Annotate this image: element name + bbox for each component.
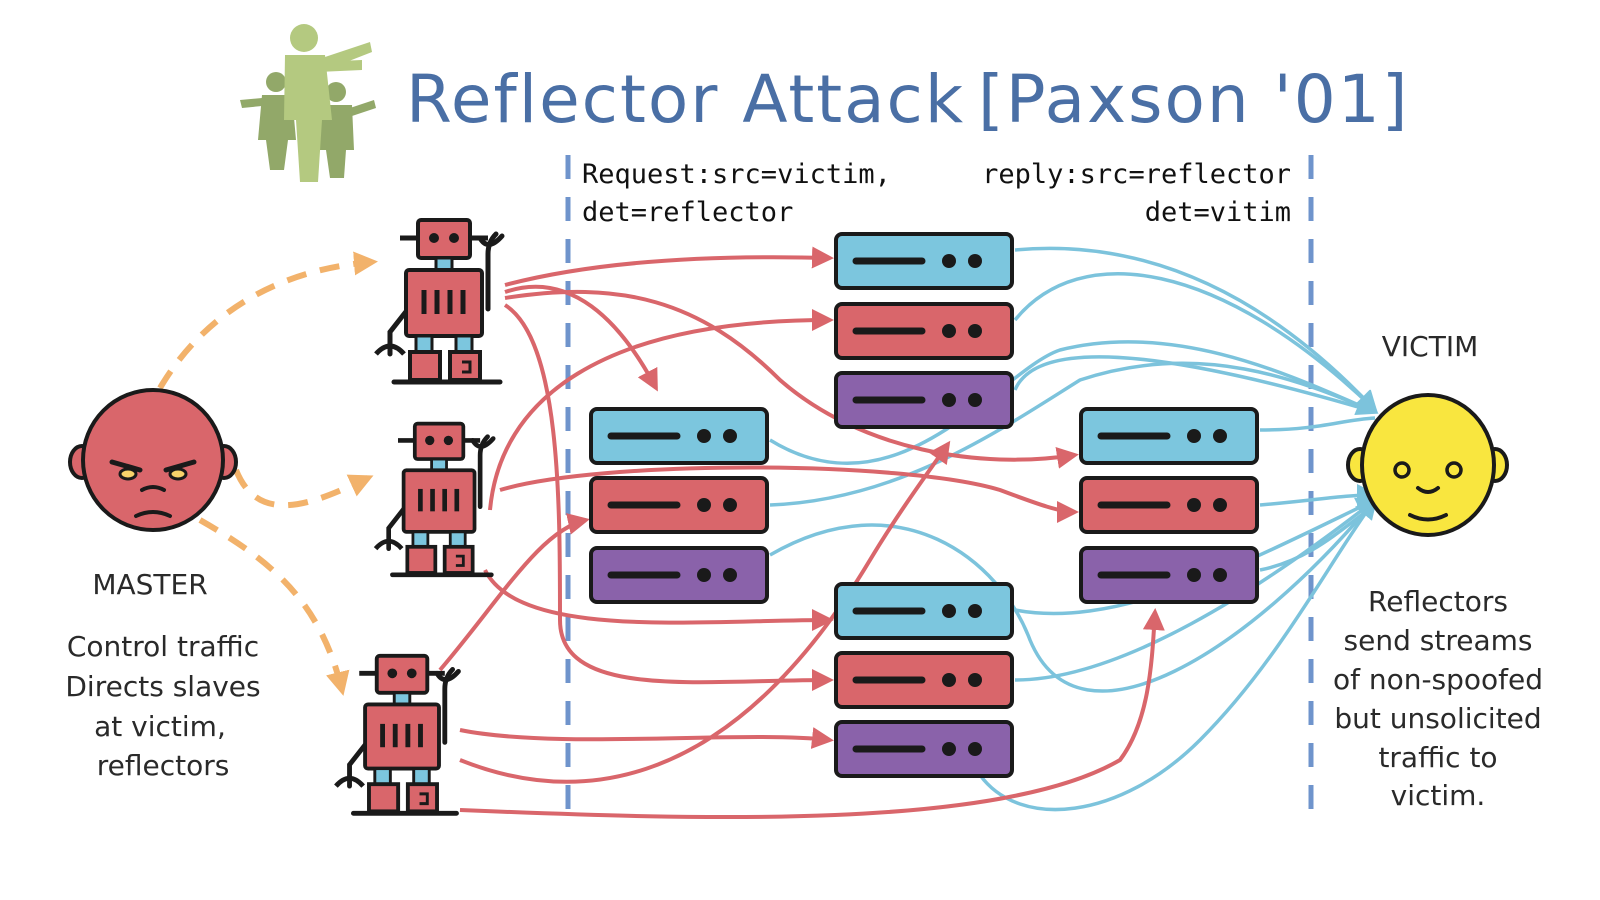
victim-description-line: Reflectors xyxy=(1368,585,1508,618)
reflector-server-12 xyxy=(1081,548,1257,602)
angry-face-icon xyxy=(68,388,238,532)
slave-robot-3 xyxy=(336,656,459,814)
reflector-server-9 xyxy=(836,722,1012,776)
request-annotation-line1: Request:src=victim, xyxy=(582,159,891,190)
victim-description-line: victim. xyxy=(1391,779,1486,812)
master-description-line: Directs slaves xyxy=(65,670,260,703)
reflector-server-7 xyxy=(836,584,1012,638)
victim-description-line: but unsolicited xyxy=(1334,702,1541,735)
request-arrows xyxy=(438,246,1165,820)
reflector-server-3 xyxy=(836,373,1012,427)
master-label: MASTER xyxy=(92,568,207,601)
reply-annotation-line2: det=vitim xyxy=(1145,197,1291,228)
reflector-server-4 xyxy=(591,409,767,463)
master-description: Control traffic Directs slaves at victim… xyxy=(65,630,260,782)
master-description-line: Control traffic xyxy=(67,630,259,663)
smiley-face-icon xyxy=(1346,393,1509,537)
reflector-server-6 xyxy=(591,548,767,602)
reply-arrows xyxy=(769,246,1379,812)
zombie-silhouette-icon xyxy=(240,24,376,182)
control-arrows xyxy=(157,251,378,696)
victim-description-line: traffic to xyxy=(1378,741,1497,774)
victim-description-line: send streams xyxy=(1344,624,1533,657)
reflector-server-10 xyxy=(1081,409,1257,463)
slave-robot-2 xyxy=(376,424,494,575)
victim-label: VICTIM xyxy=(1382,330,1478,363)
slide-title: Reflector Attack xyxy=(406,61,965,138)
reflector-server-2 xyxy=(836,304,1012,358)
reflector-server-8 xyxy=(836,653,1012,707)
master-description-line: at victim, xyxy=(94,710,226,743)
reflector-server-1 xyxy=(836,234,1012,288)
victim-description: Reflectors send streams of non-spoofed b… xyxy=(1333,585,1543,812)
reply-annotation-line1: reply:src=reflector xyxy=(982,159,1291,190)
master-description-line: reflectors xyxy=(97,749,230,782)
victim-description-line: of non-spoofed xyxy=(1333,663,1543,696)
reflector-server-11 xyxy=(1081,478,1257,532)
citation: [Paxson '01] xyxy=(978,61,1410,138)
request-annotation-line2: det=reflector xyxy=(582,197,793,228)
reflector-server-5 xyxy=(591,478,767,532)
slave-robot-1 xyxy=(376,220,502,382)
